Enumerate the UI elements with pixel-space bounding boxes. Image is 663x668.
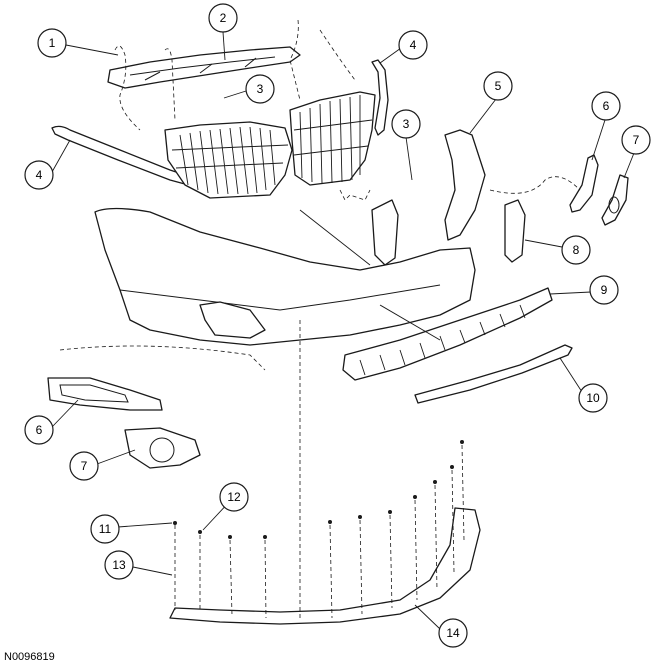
callout-7a: 7: [621, 125, 651, 155]
callout-13: 13: [104, 550, 134, 580]
callout-4b-label: 4: [36, 168, 43, 182]
upper-lamp-bezel-part: [569, 154, 599, 213]
callout-14-label: 14: [446, 626, 460, 640]
callout-2: 2: [208, 3, 238, 33]
callout-4b: 4: [24, 160, 54, 190]
fastener-lines: [173, 320, 465, 620]
callout-5: 5: [483, 71, 513, 101]
callout-9-label: 9: [601, 283, 608, 297]
callout-6a-label: 6: [603, 99, 610, 113]
callout-1-label: 1: [49, 36, 56, 50]
connector-path-a: [164, 48, 176, 121]
callout-8: 8: [561, 235, 591, 265]
right-grille-part: [289, 91, 376, 186]
leader-lines: [51, 31, 635, 630]
callout-9: 9: [589, 275, 619, 305]
callout-7b: 7: [69, 451, 99, 481]
part1-wire: [114, 45, 141, 131]
lower-lamp-bezel-part: [47, 377, 163, 411]
callout-11-label: 11: [99, 522, 112, 536]
callout-3b: 3: [391, 109, 421, 139]
callout-3a: 3: [245, 74, 275, 104]
callout-3a-label: 3: [257, 82, 264, 96]
callout-6b: 6: [24, 415, 54, 445]
connector-path-d: [339, 189, 371, 201]
callout-6b-label: 6: [36, 423, 43, 437]
lower-grille-part: [342, 287, 553, 381]
callout-4a-label: 4: [410, 38, 417, 52]
callout-11: 11: [90, 514, 120, 544]
left-chrome-strip-part: [51, 125, 219, 194]
air-deflector-part: [169, 507, 481, 625]
left-grille-part: [164, 121, 293, 199]
callout-10-label: 10: [586, 391, 600, 405]
callout-7a-label: 7: [633, 133, 640, 147]
callout-10: 10: [578, 383, 608, 413]
figure-reference-code: N0096819: [4, 651, 55, 663]
side-bracket-part: [444, 129, 486, 241]
callout-14: 14: [438, 618, 468, 648]
callout-8-label: 8: [573, 243, 580, 257]
callout-7b-label: 7: [81, 459, 88, 473]
callout-3b-label: 3: [403, 117, 410, 131]
upper-fog-cover-part: [601, 174, 629, 226]
callout-4a: 4: [398, 30, 428, 60]
bumper-cover-part: [94, 207, 476, 346]
upper-bracket-part: [107, 46, 301, 89]
connector-path-f: [489, 176, 581, 194]
callout-2-label: 2: [220, 11, 227, 25]
mount-bracket-part: [371, 199, 526, 266]
callout-5-label: 5: [495, 79, 502, 93]
callout-6a: 6: [591, 91, 621, 121]
callout-13-label: 13: [112, 558, 126, 572]
callout-1: 1: [37, 28, 67, 58]
lower-fog-cover-part: [124, 427, 201, 469]
connector-path-c: [319, 29, 356, 81]
callout-12: 12: [219, 482, 249, 512]
lower-chrome-strip-part: [414, 344, 573, 404]
right-chrome-strip-part: [371, 59, 389, 136]
callout-12-label: 12: [227, 490, 241, 504]
connector-path-b: [289, 19, 301, 101]
connector-path-e: [59, 345, 266, 371]
